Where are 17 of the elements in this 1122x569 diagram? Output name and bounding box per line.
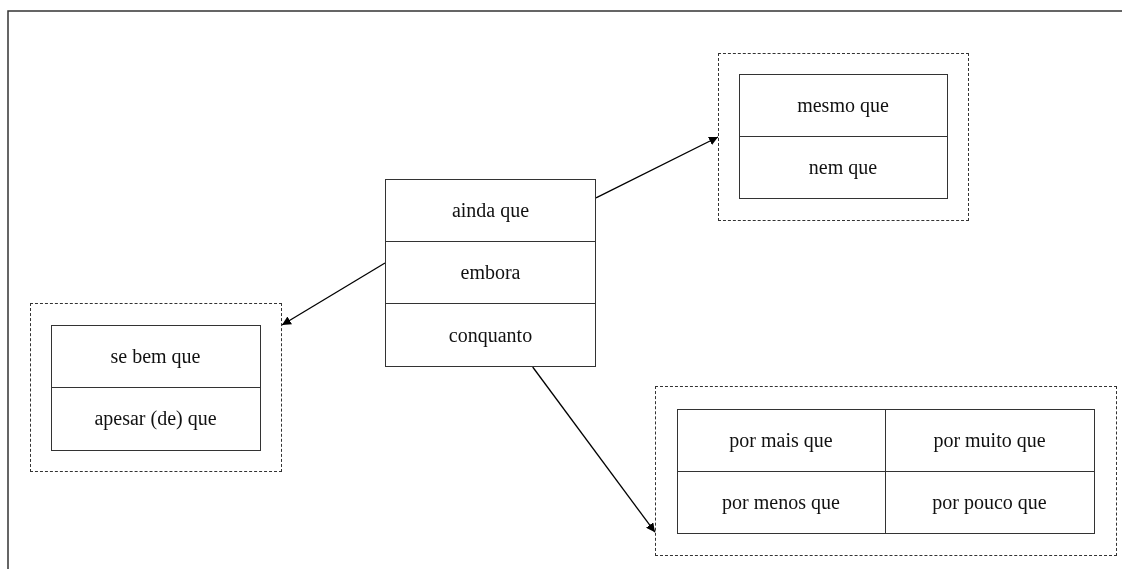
conjunction-box: por pouco que xyxy=(884,470,1095,534)
dashed-group-box xyxy=(30,303,282,472)
conjunction-box: conquanto xyxy=(385,303,596,367)
conjunction-box: embora xyxy=(385,241,596,304)
conjunction-box: se bem que xyxy=(50,324,261,388)
conjunction-box: apesar (de) que xyxy=(50,386,261,451)
conjunction-box: por muito que xyxy=(884,408,1095,472)
arrow xyxy=(281,262,386,326)
conjunction-box: nem que xyxy=(738,135,948,199)
dashed-group-box xyxy=(718,53,969,221)
dashed-group-box xyxy=(655,386,1117,556)
conjunction-box: mesmo que xyxy=(738,73,948,137)
conjunction-box: ainda que xyxy=(385,179,596,242)
arrow xyxy=(595,136,719,199)
conjunction-box: por menos que xyxy=(676,470,886,534)
conjunction-box: por mais que xyxy=(676,408,886,472)
arrow xyxy=(532,366,656,533)
